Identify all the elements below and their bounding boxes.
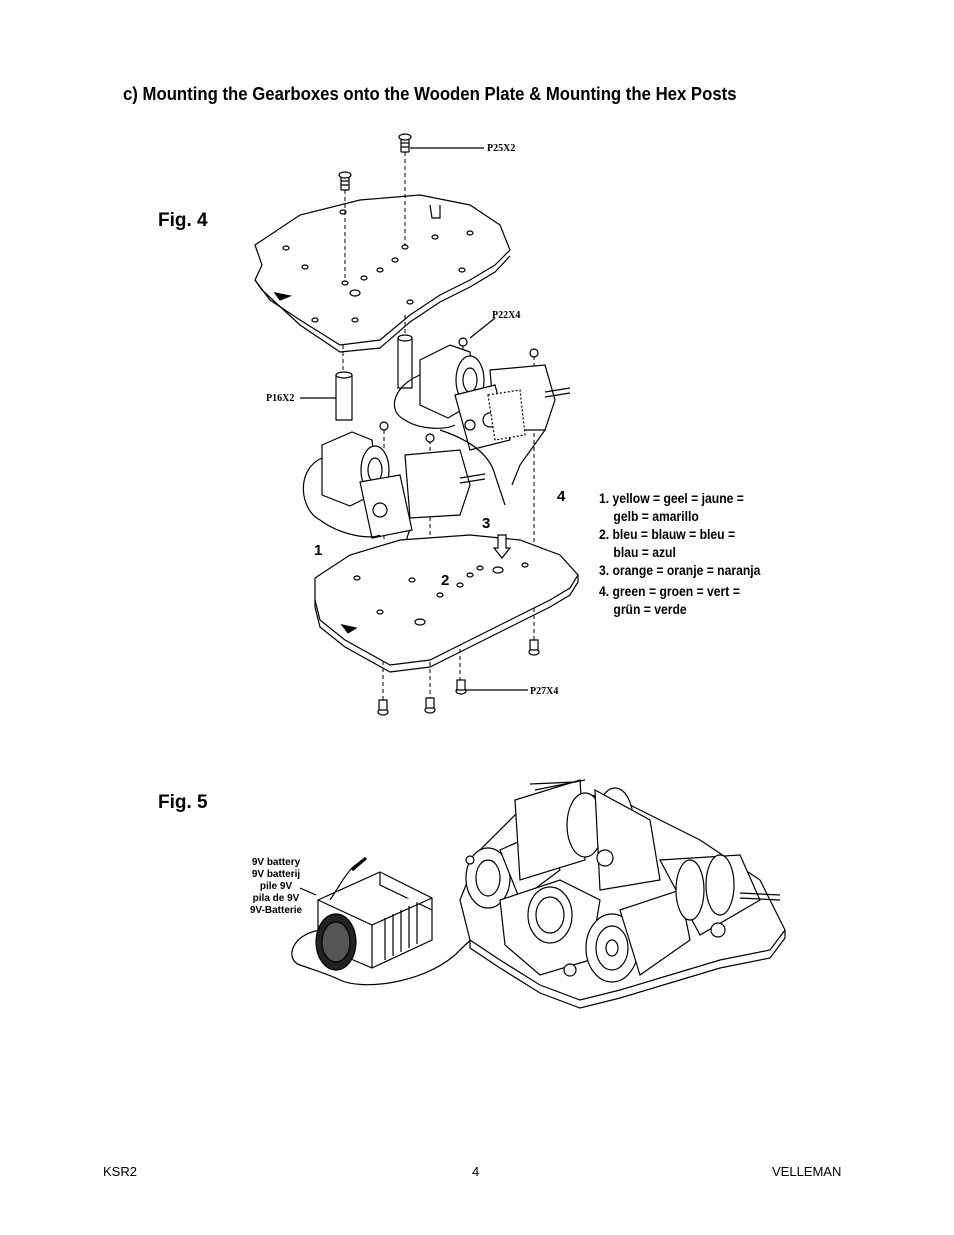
wire-number-2: 2 xyxy=(441,572,450,589)
footer-brand: VELLEMAN xyxy=(772,1164,842,1179)
fig5-label: Fig. 5 xyxy=(158,792,208,813)
lower-gearbox xyxy=(321,431,486,539)
legend-item-3-line1: 3. orange = oranje = naranja xyxy=(599,563,761,578)
wire-number-1: 1 xyxy=(314,542,323,559)
battery xyxy=(315,871,433,971)
battery-label: 9V battery 9V batterij pile 9V pila de 9… xyxy=(236,857,316,917)
hex-posts xyxy=(335,334,413,421)
battery-label-nl: 9V batterij xyxy=(251,869,301,880)
section-heading: c) Mounting the Gearboxes onto the Woode… xyxy=(123,84,737,104)
bottom-wooden-plate xyxy=(314,534,579,666)
fig4-label: Fig. 4 xyxy=(158,210,208,231)
part-label-p22: P22X4 xyxy=(492,310,521,321)
part-label-p25: P25X2 xyxy=(487,143,516,154)
wire-number-4: 4 xyxy=(557,488,566,505)
assembled-gearboxes xyxy=(465,779,781,983)
footer-page-number: 4 xyxy=(472,1164,480,1179)
part-label-p16: P16X2 xyxy=(266,393,295,404)
legend-item-1-line2: gelb = amarillo xyxy=(613,509,699,524)
wire-color-legend: 1. yellow = geel = jaune = gelb = amaril… xyxy=(599,490,760,619)
wire-number-3: 3 xyxy=(482,515,491,532)
legend-item-1-line1: 1. yellow = geel = jaune = xyxy=(599,491,744,506)
legend-item-4-line1: 4. green = groen = vert = xyxy=(599,584,740,599)
bottom-screws xyxy=(377,639,540,716)
legend-item-2-line2: blau = azul xyxy=(613,545,676,560)
battery-label-fr: pile 9V xyxy=(259,881,293,892)
battery-label-es: pila de 9V xyxy=(252,893,300,904)
battery-label-de: 9V-Batterie xyxy=(249,905,303,916)
legend-item-2-line1: 2. bleu = blauw = bleu = xyxy=(599,527,736,542)
part-label-p27: P27X4 xyxy=(530,686,559,697)
battery-label-en: 9V battery xyxy=(251,857,301,868)
legend-item-4-line2: grün = verde xyxy=(613,602,687,617)
footer-product-code: KSR2 xyxy=(103,1164,137,1179)
upper-gearbox xyxy=(419,344,571,451)
